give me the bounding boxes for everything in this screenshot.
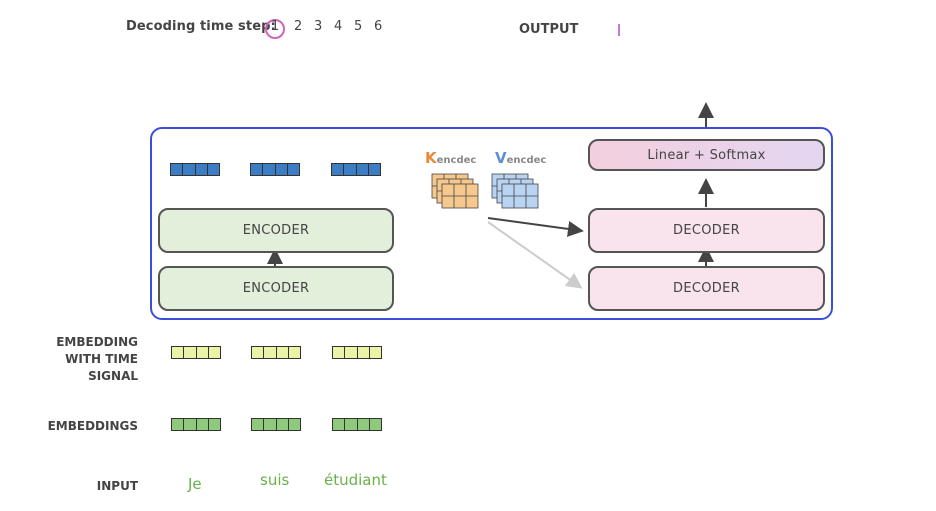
decoder-label: DECODER xyxy=(673,223,740,238)
label-line: WITH TIME xyxy=(65,352,138,366)
input-word-suis: suis xyxy=(260,471,290,489)
kv-to-top-decoder-arrow xyxy=(487,217,584,237)
decoder-bottom: DECODER xyxy=(588,266,825,311)
embedding-time-signal-label: EMBEDDING WITH TIME SIGNAL xyxy=(20,334,138,385)
linear-softmax-label: Linear + Softmax xyxy=(647,147,766,163)
step-2: 2 xyxy=(294,19,303,34)
encoder-output-vector xyxy=(170,163,220,176)
input-word-etudiant: étudiant xyxy=(324,471,387,489)
step-1: 1 xyxy=(271,19,280,34)
label-line: EMBEDDING xyxy=(56,335,138,349)
v-encdec-label: Vencdec xyxy=(495,148,546,167)
kv-to-bottom-decoder-arrow xyxy=(487,221,583,289)
decoder-top: DECODER xyxy=(588,208,825,253)
step-6: 6 xyxy=(374,19,383,34)
v-letter: V xyxy=(495,149,507,167)
decoder-label: DECODER xyxy=(673,281,740,296)
step-5: 5 xyxy=(354,19,363,34)
input-word-je: Je xyxy=(188,475,202,493)
input-label: INPUT xyxy=(96,479,138,493)
label-line: SIGNAL xyxy=(88,369,138,383)
k-matrix-stack-icon xyxy=(431,173,479,209)
decoding-time-step-label: Decoding time step: xyxy=(126,19,276,34)
v-subscript: encdec xyxy=(506,155,547,166)
encoder-decoder-stack xyxy=(150,127,833,320)
k-encdec-label: Kencdec xyxy=(425,148,476,167)
step-3: 3 xyxy=(314,19,323,34)
embedding-vector xyxy=(251,418,301,431)
time-signal-vector xyxy=(251,346,301,359)
embedding-vector xyxy=(171,418,221,431)
output-label: OUTPUT xyxy=(519,22,579,37)
time-signal-vector xyxy=(171,346,221,359)
active-step-indicator xyxy=(265,19,285,39)
encoder-label: ENCODER xyxy=(242,281,310,296)
encoder-top: ENCODER xyxy=(158,208,394,253)
embeddings-label: EMBEDDINGS xyxy=(47,419,138,433)
encoder-output-vector xyxy=(250,163,300,176)
step-4: 4 xyxy=(334,19,343,34)
time-signal-vector xyxy=(332,346,382,359)
encoder-output-vector xyxy=(331,163,381,176)
encoder-bottom: ENCODER xyxy=(158,266,394,311)
linear-softmax-layer: Linear + Softmax xyxy=(588,139,825,171)
k-subscript: encdec xyxy=(436,155,477,166)
v-matrix-stack-icon xyxy=(491,173,539,209)
embedding-vector xyxy=(332,418,382,431)
encoder-label: ENCODER xyxy=(242,223,310,238)
output-cursor xyxy=(618,24,620,36)
k-letter: K xyxy=(425,149,437,167)
